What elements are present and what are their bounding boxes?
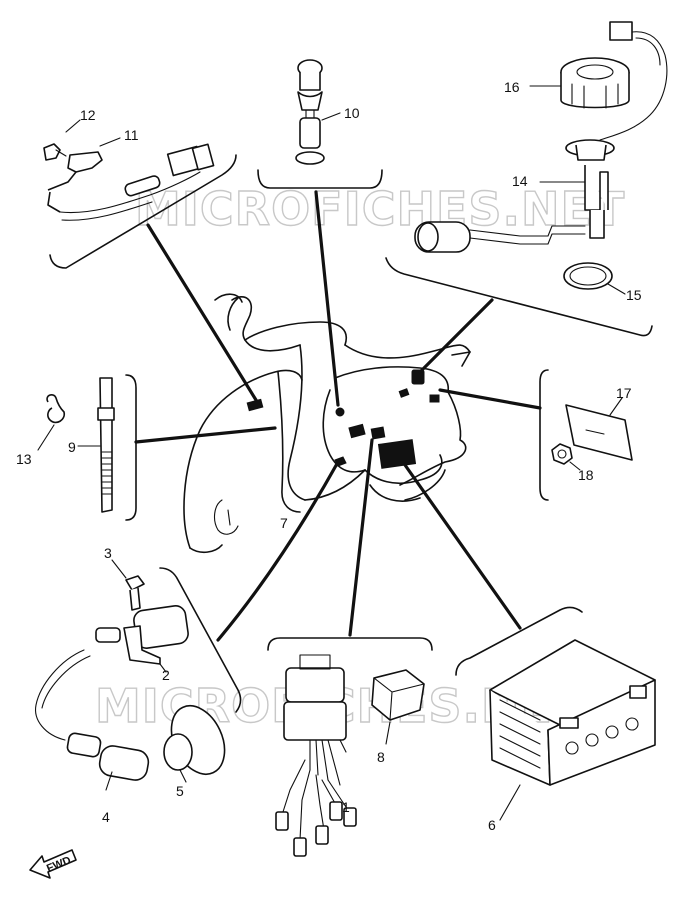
callout-8: 8 <box>377 749 385 765</box>
part-11-sensor-and-12-bolt <box>43 119 215 221</box>
callout-3: 3 <box>104 545 112 561</box>
callout-15: 15 <box>626 287 642 303</box>
callout-1: 1 <box>342 799 350 815</box>
location-markers <box>246 369 440 469</box>
part-9-cable-tie <box>77 377 115 513</box>
callout-9: 9 <box>68 439 76 455</box>
callout-13: 13 <box>16 451 32 467</box>
callout-7: 7 <box>280 515 288 531</box>
leader-lines <box>134 190 542 642</box>
callout-12: 12 <box>80 107 96 123</box>
callout-5: 5 <box>176 783 184 799</box>
callout-4: 4 <box>102 809 110 825</box>
scooter-outline <box>183 293 471 554</box>
part-3-bolt <box>111 559 145 611</box>
part-10-sender-unit <box>295 59 341 165</box>
callout-16: 16 <box>504 79 520 95</box>
part-16-ring-nut <box>529 57 630 109</box>
part-2-ignition-coil <box>95 605 189 673</box>
callout-2: 2 <box>162 667 170 683</box>
part-13-clip <box>37 393 66 451</box>
callout-10: 10 <box>344 105 360 121</box>
callout-numbers: 1 2 3 4 5 6 7 8 9 10 11 12 13 14 15 16 1… <box>16 79 642 833</box>
part-15-o-ring <box>563 262 626 295</box>
part-17-plate <box>565 397 633 461</box>
callout-17: 17 <box>616 385 632 401</box>
callout-11: 11 <box>124 127 139 143</box>
part-14-fuel-sender <box>414 21 668 253</box>
part-1-cdi-unit <box>275 654 357 857</box>
callout-18: 18 <box>578 467 594 483</box>
callout-14: 14 <box>512 173 528 189</box>
part-18-nut <box>551 443 581 471</box>
part-5-cover <box>163 705 226 783</box>
fwd-label: FWD <box>45 854 73 875</box>
part-6-battery <box>489 639 656 821</box>
part-8-relay <box>371 669 425 745</box>
watermark-top: MICROFICHES.NET <box>135 182 625 236</box>
callout-6: 6 <box>488 817 496 833</box>
group-brackets <box>49 154 653 713</box>
forward-direction-arrow: FWD <box>29 849 77 879</box>
part-4-plug-cap <box>35 649 150 791</box>
